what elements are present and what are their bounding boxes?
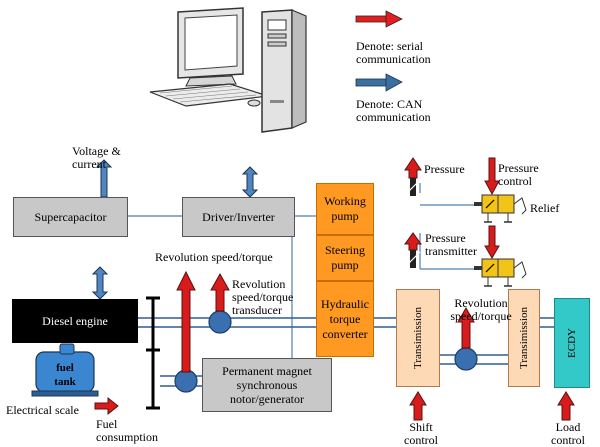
transducer-arrow xyxy=(210,272,230,312)
pressure-transmitter-label: Pressure transmitter xyxy=(425,231,477,258)
can-arrows xyxy=(91,159,259,300)
fuel-consumption-arrow xyxy=(94,396,119,416)
transmission-box-1: Transimission xyxy=(396,289,440,387)
engine-can-arrow xyxy=(91,266,109,300)
output-transducer-circle xyxy=(454,347,478,371)
computer-icon xyxy=(149,7,307,133)
motor-transducer-circle xyxy=(174,369,198,393)
transducer-circle xyxy=(208,310,232,334)
pressure-label: Pressure xyxy=(424,162,465,176)
pressure-control-label: Pressure control xyxy=(498,161,539,188)
pressure-arrow xyxy=(404,157,422,179)
connector-lines xyxy=(128,183,482,358)
pressure-control-arrow xyxy=(484,157,500,196)
steering-pump-box: Steering pump xyxy=(316,235,374,281)
can-legend-arrow xyxy=(355,73,403,92)
diesel-engine-box: Diesel engine xyxy=(12,299,138,343)
driver-inverter-box: Driver/Inverter xyxy=(182,197,295,237)
inverter-can-arrow xyxy=(241,166,259,198)
serial-legend-label: Denote: serial communication xyxy=(356,39,431,66)
load-control-label: Load control xyxy=(551,420,585,447)
serial-legend-arrow xyxy=(355,10,403,28)
shift-control-arrow xyxy=(409,391,427,421)
shift-control-label: Shift control xyxy=(404,420,438,447)
pressure-sensor-1 xyxy=(405,178,421,196)
pressure-sensor-2 xyxy=(405,250,421,268)
relief-valve-2 xyxy=(474,258,527,287)
gear-coupling xyxy=(146,296,160,410)
svg-text:fuel: fuel xyxy=(56,362,74,374)
relief-valve-1 xyxy=(474,194,527,223)
pressure-transmitter-arrow xyxy=(404,232,422,251)
revolution-transducer-label: Revolution speed/torque transducer xyxy=(232,277,294,317)
speed-torque-arrow xyxy=(176,270,196,373)
electrical-scale-label: Electrical scale xyxy=(6,403,79,417)
voltage-can-arrow xyxy=(95,159,113,198)
can-legend-label: Denote: CAN communication xyxy=(356,97,431,124)
hydraulic-converter-box: Hydraulic torque converter xyxy=(316,281,374,357)
load-control-arrow xyxy=(557,391,575,421)
fuel-tank-icon: fuel tank xyxy=(31,343,99,397)
output-speed-arrow xyxy=(457,306,475,349)
ecdy-box: ECDY xyxy=(554,298,590,388)
fuel-consumption-label: Fuel consumption xyxy=(96,417,158,444)
pressure-control-arrow-2 xyxy=(484,225,500,259)
pm-motor-box: Permanent magnet synchronous notor/gener… xyxy=(202,358,332,412)
revolution-speed-torque-label: Revolution speed/torque xyxy=(155,250,273,264)
ecdy-label: ECDY xyxy=(566,328,578,358)
working-pump-box: Working pump xyxy=(316,183,374,235)
relief-label: Relief xyxy=(530,201,560,215)
drive-shafts xyxy=(138,317,554,387)
fuel-tank-label-line2: tank xyxy=(54,376,76,388)
supercapacitor-box: Supercapacitor xyxy=(13,197,128,237)
transmission-label-1: Transimission xyxy=(412,307,424,369)
revolution-speed-torque-right-label: Revolution speed/torque xyxy=(450,296,512,323)
voltage-current-label: Voltage & current xyxy=(72,144,121,171)
transmission-box-2: Transimission xyxy=(508,289,540,387)
